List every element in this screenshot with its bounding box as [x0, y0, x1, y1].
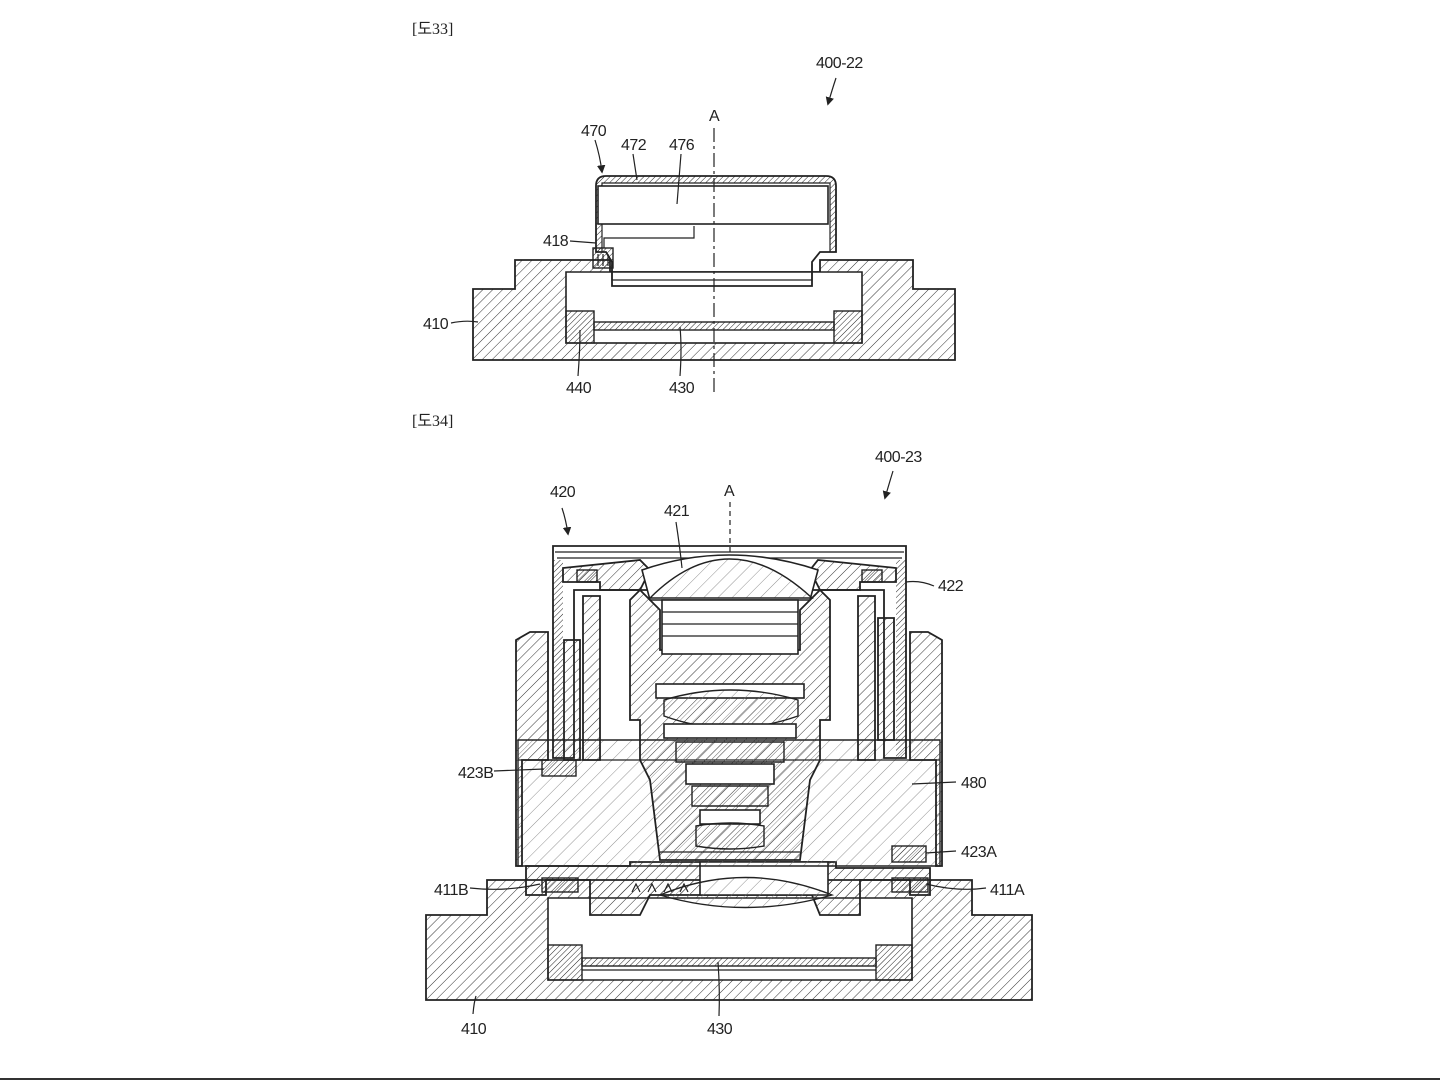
- figure-34-label: [도34]: [412, 413, 453, 430]
- ref-400-23: 400-23: [875, 449, 922, 466]
- inner-barrel-right: [858, 596, 875, 760]
- ref-476: 476: [669, 137, 695, 154]
- leader-400-23: [885, 471, 893, 498]
- ref-400-22: 400-22: [816, 55, 863, 72]
- top-flange-right: [810, 560, 896, 590]
- leader-420: [562, 508, 568, 534]
- inner-barrel-left-2: [564, 640, 580, 760]
- inner-box-476: [598, 186, 828, 224]
- axis-label-a: A: [709, 108, 720, 125]
- ref-410-fig34: 410: [461, 1021, 487, 1038]
- lens-holder-422-wall-right: [896, 560, 906, 758]
- ref-480: 480: [961, 775, 987, 792]
- ref-411b: 411B: [434, 882, 468, 899]
- sensor-block-right: [834, 311, 862, 343]
- lens-element-3: [686, 764, 774, 784]
- ref-420: 420: [550, 484, 576, 501]
- magnet-423b: [542, 760, 576, 776]
- lens-upper-group: [662, 600, 798, 654]
- lens-spacer-2: [664, 724, 796, 738]
- sensor-block-left-fig34: [548, 945, 582, 980]
- ref-423b: 423B: [458, 765, 493, 782]
- ref-470: 470: [581, 123, 607, 140]
- ref-423a: 423A: [961, 844, 997, 861]
- inner-barrel-right-2: [878, 618, 894, 740]
- leader-470: [595, 140, 602, 172]
- ref-410-fig33: 410: [423, 316, 449, 333]
- ref-430-fig33: 430: [669, 380, 695, 397]
- adhesive-411b: [542, 878, 578, 892]
- ref-472: 472: [621, 137, 647, 154]
- flange-pad-left: [577, 570, 597, 582]
- lens-element-5: [700, 810, 760, 824]
- image-sensor-430-fig34: [582, 958, 876, 966]
- top-flange-left: [563, 560, 650, 590]
- inner-step-line: [604, 226, 694, 248]
- adhesive-411a: [892, 878, 928, 892]
- lens-element-4: [692, 786, 768, 806]
- ref-422: 422: [938, 578, 964, 595]
- leader-422: [906, 582, 934, 587]
- ref-440: 440: [566, 380, 592, 397]
- ref-421: 421: [664, 503, 690, 520]
- leader-400-22: [828, 78, 836, 104]
- inner-barrel-left: [583, 596, 600, 760]
- figure-34: [도34] 400-23: [412, 413, 1032, 1038]
- figure-33: [도33] 400-22 A 470 472 476: [412, 21, 955, 397]
- figure-33-label: [도33]: [412, 21, 453, 38]
- axis-label-a-fig34: A: [724, 483, 735, 500]
- flange-pad-right: [862, 570, 882, 582]
- lens-element-2: [676, 742, 784, 762]
- lens-meniscus-1: [664, 690, 798, 728]
- sensor-block-right-fig34: [876, 945, 912, 980]
- ref-418: 418: [543, 233, 569, 250]
- magnet-423a: [892, 846, 926, 862]
- ref-411a: 411A: [990, 882, 1025, 899]
- lens-element-6: [696, 823, 764, 849]
- ref-430-fig34: 430: [707, 1021, 733, 1038]
- leader-418: [570, 241, 596, 243]
- lens-holder-422-wall-left: [553, 560, 563, 758]
